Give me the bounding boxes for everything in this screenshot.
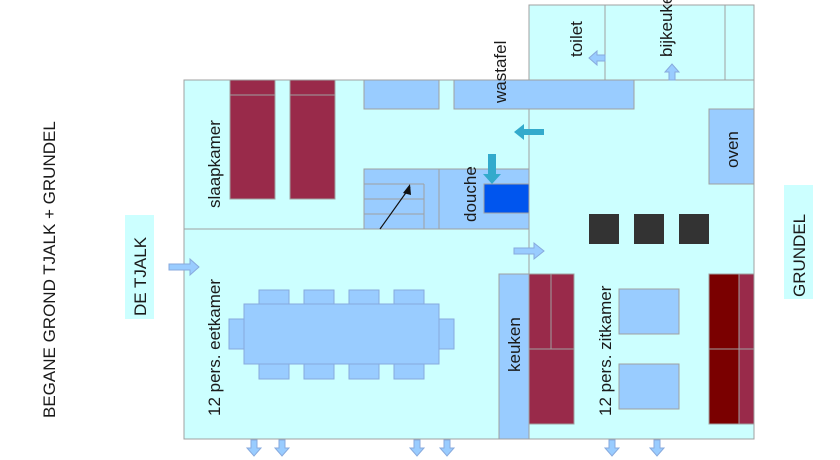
toilet-label: toilet [567,21,586,57]
dining-table [243,303,440,365]
chair [303,363,335,380]
stairs-arrow [379,186,411,230]
bijkeuken-label: bijkeuken [657,0,676,57]
bottom-arrows [245,439,666,457]
tjalk-label: DE TJALK [131,236,150,316]
arrow-teal-left [514,124,544,140]
coffee-table-1 [618,288,680,335]
stairs-arrowhead [403,184,411,195]
chair [393,289,425,306]
coffee-table-2 [618,363,680,410]
dining-set [228,289,455,380]
shower-tray [483,183,530,214]
zitkamer-label: 12 pers. zitkamer [596,285,615,416]
arrow-toilet-left [588,49,606,67]
arrow-teal-down [483,154,501,184]
eetkamer-label: 12 pers. eetkamer [205,279,224,416]
exit-arrow [648,439,666,457]
chair [438,318,455,350]
chair [258,363,290,380]
bed-2 [289,79,336,200]
oven-label: oven [723,131,742,168]
exit-arrow [273,439,291,457]
cupboard-1 [363,79,440,110]
exit-arrow [603,439,621,457]
oven [708,108,755,185]
grundel-label-box [784,185,813,299]
exit-arrow [438,439,456,457]
chair [393,363,425,380]
keuken-label: keuken [505,317,524,372]
arrow-pass-right [513,241,545,261]
douche-label: douche [461,166,480,222]
tjalk-label-box [125,215,154,319]
page-title: BEGANE GROND TJALK + GRUNDEL [40,121,59,418]
slaapkamer-label: slaapkamer [205,120,224,208]
stool [634,214,664,244]
chair [228,318,245,350]
stool [679,214,709,244]
exit-arrow [408,439,426,457]
wastafel-counter [453,79,635,110]
wastafel-label: wastafel [491,41,510,104]
chair [303,289,335,306]
bed-1 [229,79,276,200]
stool [589,214,619,244]
arrow-bijkeuken-up [663,63,681,81]
arrow-entry-right [168,257,200,277]
grundel-label: GRUNDEL [790,214,809,297]
exit-arrow [245,439,263,457]
annex-bathroom-area [528,4,755,81]
chair [348,363,380,380]
kitchen-counter [498,273,530,440]
chair [258,289,290,306]
chair [348,289,380,306]
